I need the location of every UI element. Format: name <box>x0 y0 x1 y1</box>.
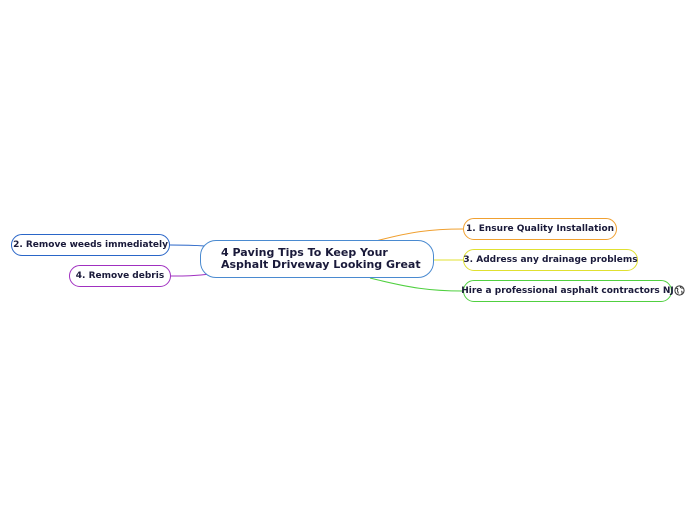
topic-remove-weeds[interactable]: 2. Remove weeds immediately <box>11 234 170 256</box>
globe-link-icon[interactable] <box>674 285 685 296</box>
connector-2 <box>169 244 206 247</box>
central-topic-line1: 4 Paving Tips To Keep Your <box>221 246 388 259</box>
topic-hire-contractors[interactable]: Hire a professional asphalt contractors … <box>461 280 674 302</box>
connector-4 <box>170 273 211 277</box>
topic-remove-debris[interactable]: 4. Remove debris <box>69 265 171 287</box>
topic-label: Hire a professional asphalt contractors … <box>461 286 674 296</box>
topic-label: 2. Remove weeds immediately <box>13 240 168 250</box>
central-topic-line2: Asphalt Driveway Looking Great <box>221 258 421 271</box>
topic-ensure-quality-installation[interactable]: 1. Ensure Quality Installation <box>463 218 617 240</box>
topic-address-drainage[interactable]: 3. Address any drainage problems <box>463 249 638 271</box>
topic-label: 4. Remove debris <box>75 271 165 281</box>
topic-label: 1. Ensure Quality Installation <box>465 224 615 234</box>
topic-label: 3. Address any drainage problems <box>463 255 638 265</box>
connector-1 <box>375 228 464 242</box>
connector-5 <box>369 277 464 292</box>
central-topic[interactable]: 4 Paving Tips To Keep Your Asphalt Drive… <box>200 240 434 278</box>
